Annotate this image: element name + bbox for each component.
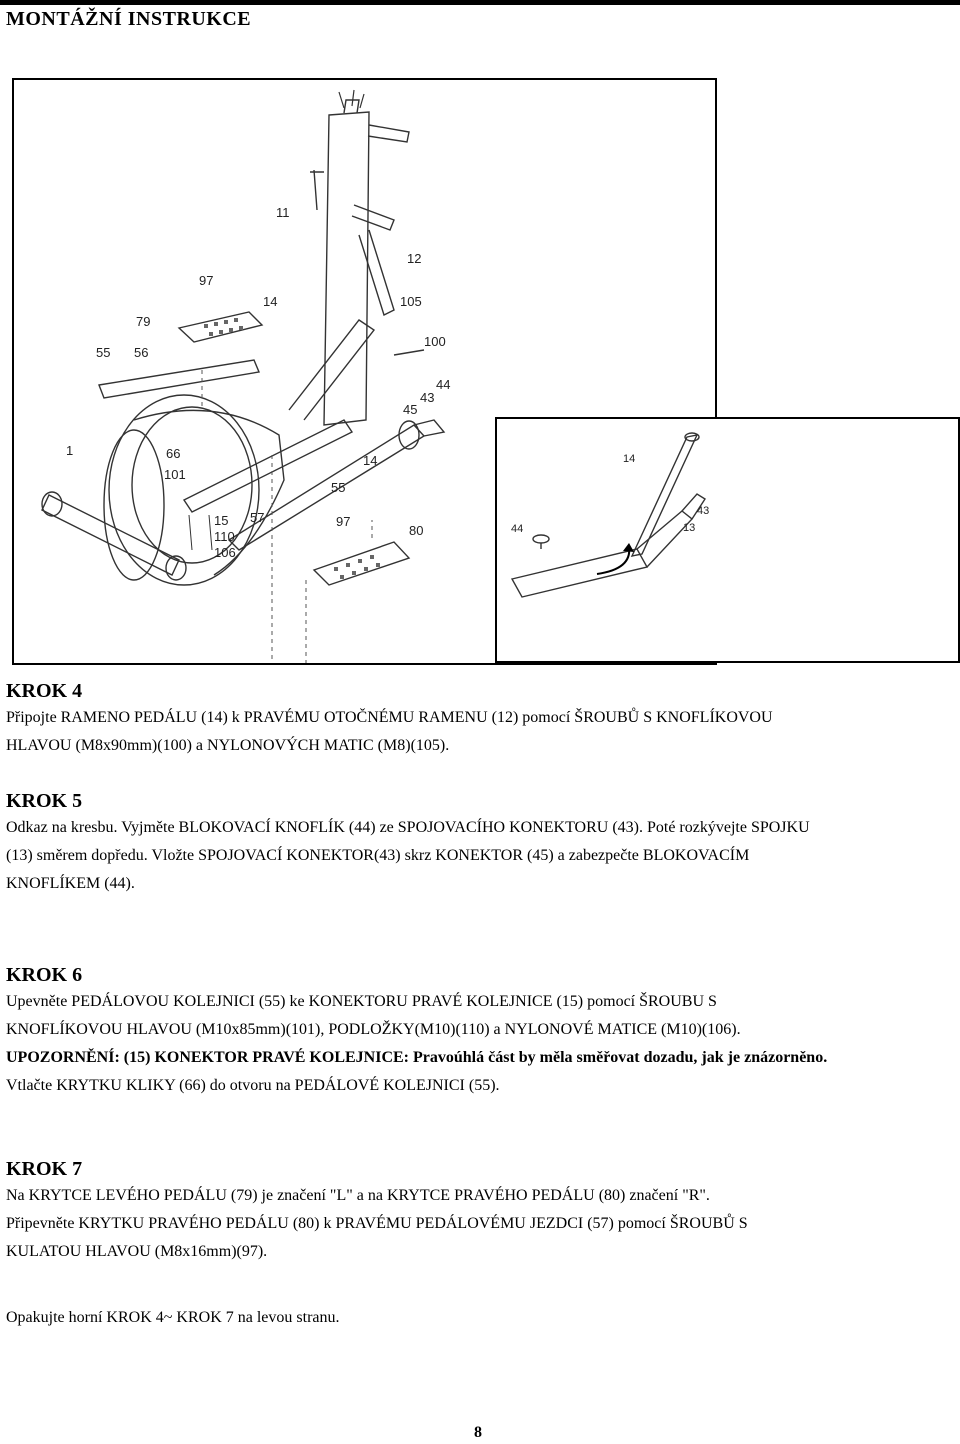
step-4: KROK 4 Připojte RAMENO PEDÁLU (14) k PRA… — [6, 678, 956, 776]
step-text-line: KNOFLÍKEM (44). — [6, 875, 135, 892]
label-1: 1 — [66, 443, 73, 458]
inset-label-14: 14 — [623, 453, 635, 465]
step-text-line: Na KRYTCE LEVÉHO PEDÁLU (79) je značení … — [6, 1187, 710, 1204]
inset-detail-figure: 14 43 44 13 — [495, 417, 960, 663]
step-heading: KROK 5 — [6, 790, 83, 812]
upright-column — [323, 111, 370, 426]
label-44: 44 — [436, 377, 450, 392]
pedal-arm — [288, 319, 376, 421]
label-15: 15 — [214, 513, 228, 528]
inset-label-43: 43 — [697, 505, 709, 517]
inset-rail — [510, 548, 649, 598]
pedal-79 — [177, 311, 264, 343]
step-text-line: Upevněte PEDÁLOVOU KOLEJNICI (55) ke KON… — [6, 993, 717, 1010]
step-text-line: KULATOU HLAVOU (M8x16mm)(97). — [6, 1243, 268, 1260]
label-43: 43 — [420, 390, 434, 405]
inset-knob — [532, 534, 550, 544]
step-text-line: KNOFLÍKOVOU HLAVOU (M10x85mm)(101), PODL… — [6, 1021, 741, 1038]
label-11: 11 — [276, 205, 290, 220]
label-101: 101 — [164, 467, 186, 482]
label-14-top: 14 — [263, 294, 277, 309]
label-79: 79 — [136, 314, 150, 329]
label-106: 106 — [214, 545, 236, 560]
pedal-rail-right — [182, 419, 354, 513]
label-55-left: 55 — [96, 345, 110, 360]
label-100: 100 — [424, 334, 446, 349]
step-7: KROK 7 Na KRYTCE LEVÉHO PEDÁLU (79) je z… — [6, 1156, 956, 1296]
step-warning: UPOZORNĚNÍ: (15) KONEKTOR PRAVÉ KOLEJNIC… — [6, 1049, 828, 1066]
flywheel — [108, 394, 260, 586]
label-57: 57 — [250, 510, 264, 525]
inset-drawing: 14 43 44 13 — [510, 432, 709, 598]
step-text-line: HLAVOU (M8x90mm)(100) a NYLONOVÝCH MATIC… — [6, 737, 450, 754]
inset-label-44: 44 — [511, 523, 523, 535]
label-105: 105 — [400, 294, 422, 309]
step-5: KROK 5 Odkaz na kresbu. Vyjměte BLOKOVAC… — [6, 788, 956, 958]
step-heading: KROK 4 — [6, 680, 83, 702]
label-56: 56 — [134, 345, 148, 360]
page-title: MONTÁŽNÍ INSTRUKCE — [6, 8, 252, 30]
label-55-mid: 55 — [331, 480, 345, 495]
instruction-steps: KROK 4 Připojte RAMENO PEDÁLU (14) k PRA… — [6, 678, 956, 1332]
pedal-rail-left — [98, 359, 260, 399]
label-12: 12 — [407, 251, 421, 266]
step-text-line: Připevněte KRYTKU PRAVÉHO PEDÁLU (80) k … — [6, 1215, 748, 1232]
label-110: 110 — [214, 529, 235, 544]
step-6: KROK 6 Upevněte PEDÁLOVOU KOLEJNICI (55)… — [6, 962, 956, 1152]
assembly-drawing: 11 12 97 14 105 79 100 55 56 44 43 45 1 … — [41, 89, 450, 663]
main-assembly-figure: 11 12 97 14 105 79 100 55 56 44 43 45 1 … — [12, 78, 717, 665]
label-80: 80 — [409, 523, 423, 538]
label-97-bottom: 97 — [336, 514, 350, 529]
top-rule — [0, 0, 960, 5]
inset-upright — [630, 434, 699, 557]
page-number: 8 — [474, 1424, 482, 1441]
closing-note: Opakujte horní KROK 4~ KROK 7 na levou s… — [6, 1309, 340, 1326]
step-text-line: Připojte RAMENO PEDÁLU (14) k PRAVÉMU OT… — [6, 709, 773, 726]
label-97-top: 97 — [199, 273, 213, 288]
step-text-line: Vtlačte KRYTKU KLIKY (66) do otvoru na P… — [6, 1077, 500, 1094]
inset-label-13: 13 — [683, 522, 695, 534]
pedal-80 — [312, 541, 411, 586]
step-heading: KROK 6 — [6, 964, 83, 986]
step-text-line: Odkaz na kresbu. Vyjměte BLOKOVACÍ KNOFL… — [6, 819, 810, 836]
label-45: 45 — [403, 402, 417, 417]
label-66: 66 — [166, 446, 180, 461]
label-14-mid: 14 — [363, 453, 377, 468]
step-heading: KROK 7 — [6, 1158, 83, 1180]
rear-stabilizer — [41, 494, 180, 576]
step-text-line: (13) směrem dopředu. Vložte SPOJOVACÍ KO… — [6, 847, 750, 864]
